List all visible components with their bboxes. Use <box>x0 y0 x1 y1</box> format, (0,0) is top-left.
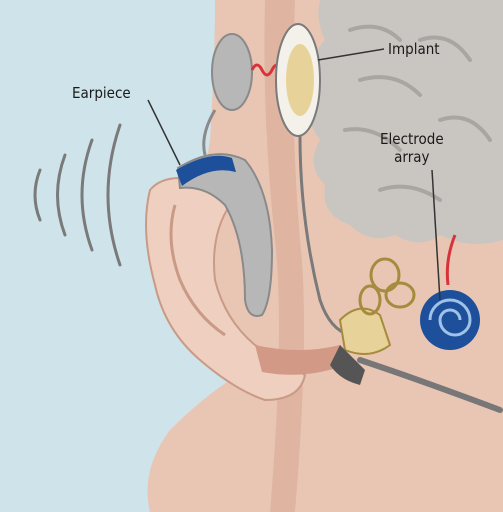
external-coil <box>212 34 252 110</box>
electrode-label-line2: array <box>380 148 444 166</box>
implant-magnet <box>286 44 314 116</box>
electrode-array-label: Electrode array <box>380 130 444 166</box>
earpiece-label: Earpiece <box>72 84 131 102</box>
implant-label: Implant <box>388 40 440 58</box>
electrode-label-line1: Electrode <box>380 130 444 148</box>
